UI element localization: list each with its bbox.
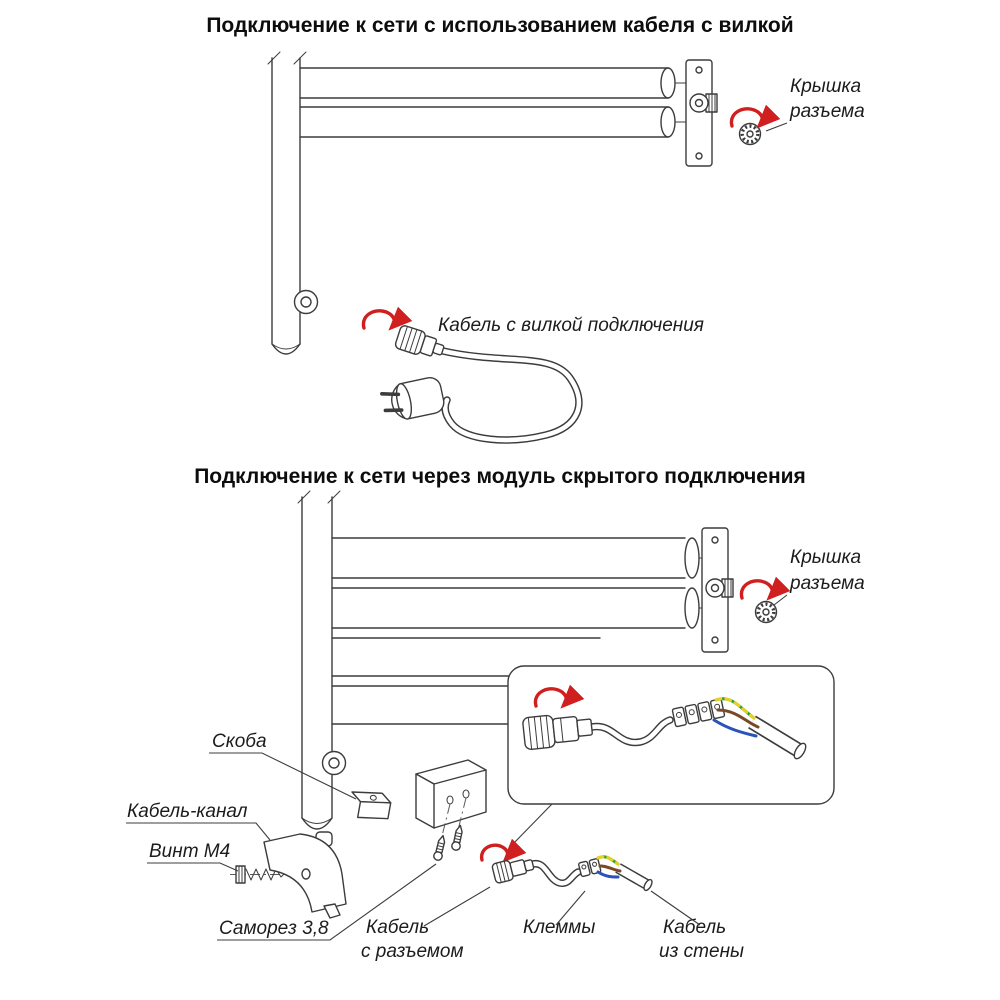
- section-module-title: Подключение к сети через модуль скрытого…: [194, 465, 806, 488]
- connector-cap-knob-bottom: [753, 599, 779, 625]
- leader-line: [765, 122, 788, 132]
- channel-bracket: [415, 759, 487, 829]
- terminal-block-small: [578, 858, 602, 878]
- inset-detail: [507, 665, 835, 846]
- label-cable-with-connector-line1: Кабель: [366, 917, 429, 938]
- wire-yellow: [714, 697, 756, 720]
- wall-cable-small: [615, 863, 653, 892]
- label-cap-top-line1: Крышка: [790, 76, 861, 97]
- label-cap-top-line2: разъема: [789, 101, 865, 122]
- plug-cable: [380, 325, 583, 444]
- wire-blue: [712, 718, 758, 738]
- label-self-tapping-screw: Саморез 3,8: [219, 918, 329, 939]
- leader-line: [423, 886, 491, 927]
- leader-line: [511, 803, 553, 846]
- leader-line: [209, 752, 357, 800]
- plug-pin: [380, 391, 401, 397]
- cable-connector-plug-end: [394, 325, 445, 357]
- section-plug-title: Подключение к сети с использованием кабе…: [206, 14, 793, 37]
- post-connector-fitting: [293, 289, 319, 315]
- label-cable-with-plug: Кабель с вилкой подключения: [438, 315, 704, 336]
- rotation-arrow-connector: [479, 838, 527, 863]
- plug-pin: [383, 408, 404, 413]
- leader-line: [217, 863, 437, 941]
- wall-cable-detail: [748, 715, 807, 760]
- rotation-arrow-cap-top: [729, 104, 781, 129]
- wire-blue: [596, 870, 620, 879]
- connector-assembly: [479, 838, 653, 892]
- label-wall-cable-line1: Кабель: [663, 917, 726, 938]
- label-wall-cable-line2: из стены: [659, 941, 744, 962]
- leader-line: [555, 890, 586, 926]
- connector-cap-knob-top: [737, 121, 763, 147]
- label-cable-channel: Кабель-канал: [127, 801, 248, 822]
- power-plug: [380, 377, 445, 420]
- self-tapping-screw: [451, 824, 463, 851]
- leader-line: [773, 594, 788, 606]
- label-cable-with-connector-line2: с разъемом: [361, 941, 463, 962]
- rotation-arrow-plug: [361, 306, 413, 331]
- cable-connector-detail: [522, 714, 593, 751]
- label-screw-m4: Винт М4: [149, 841, 230, 862]
- self-tapping-screw: [433, 834, 446, 861]
- axis-line: [454, 797, 467, 843]
- leader-line: [126, 822, 271, 841]
- rotation-arrow-cap-bottom: [739, 576, 791, 601]
- leader-line: [147, 862, 239, 872]
- cable-channel-cover: [263, 833, 347, 919]
- leader-line: [650, 890, 701, 926]
- label-bracket: Скоба: [212, 731, 267, 752]
- bracket-clip: [351, 791, 392, 820]
- wire-brown: [716, 708, 760, 729]
- post-connector-fitting: [321, 750, 347, 776]
- label-cap-bottom-line2: разъема: [789, 573, 865, 594]
- wire-brown: [598, 864, 622, 873]
- cable-connector-small: [491, 859, 535, 884]
- rotation-arrow-inset: [533, 684, 585, 709]
- wire-yellow: [596, 855, 620, 866]
- towel-rail-top: [267, 51, 718, 355]
- label-terminals: Клеммы: [523, 917, 595, 938]
- label-cap-bottom-line1: Крышка: [790, 547, 861, 568]
- screw-m4-part: [235, 865, 286, 884]
